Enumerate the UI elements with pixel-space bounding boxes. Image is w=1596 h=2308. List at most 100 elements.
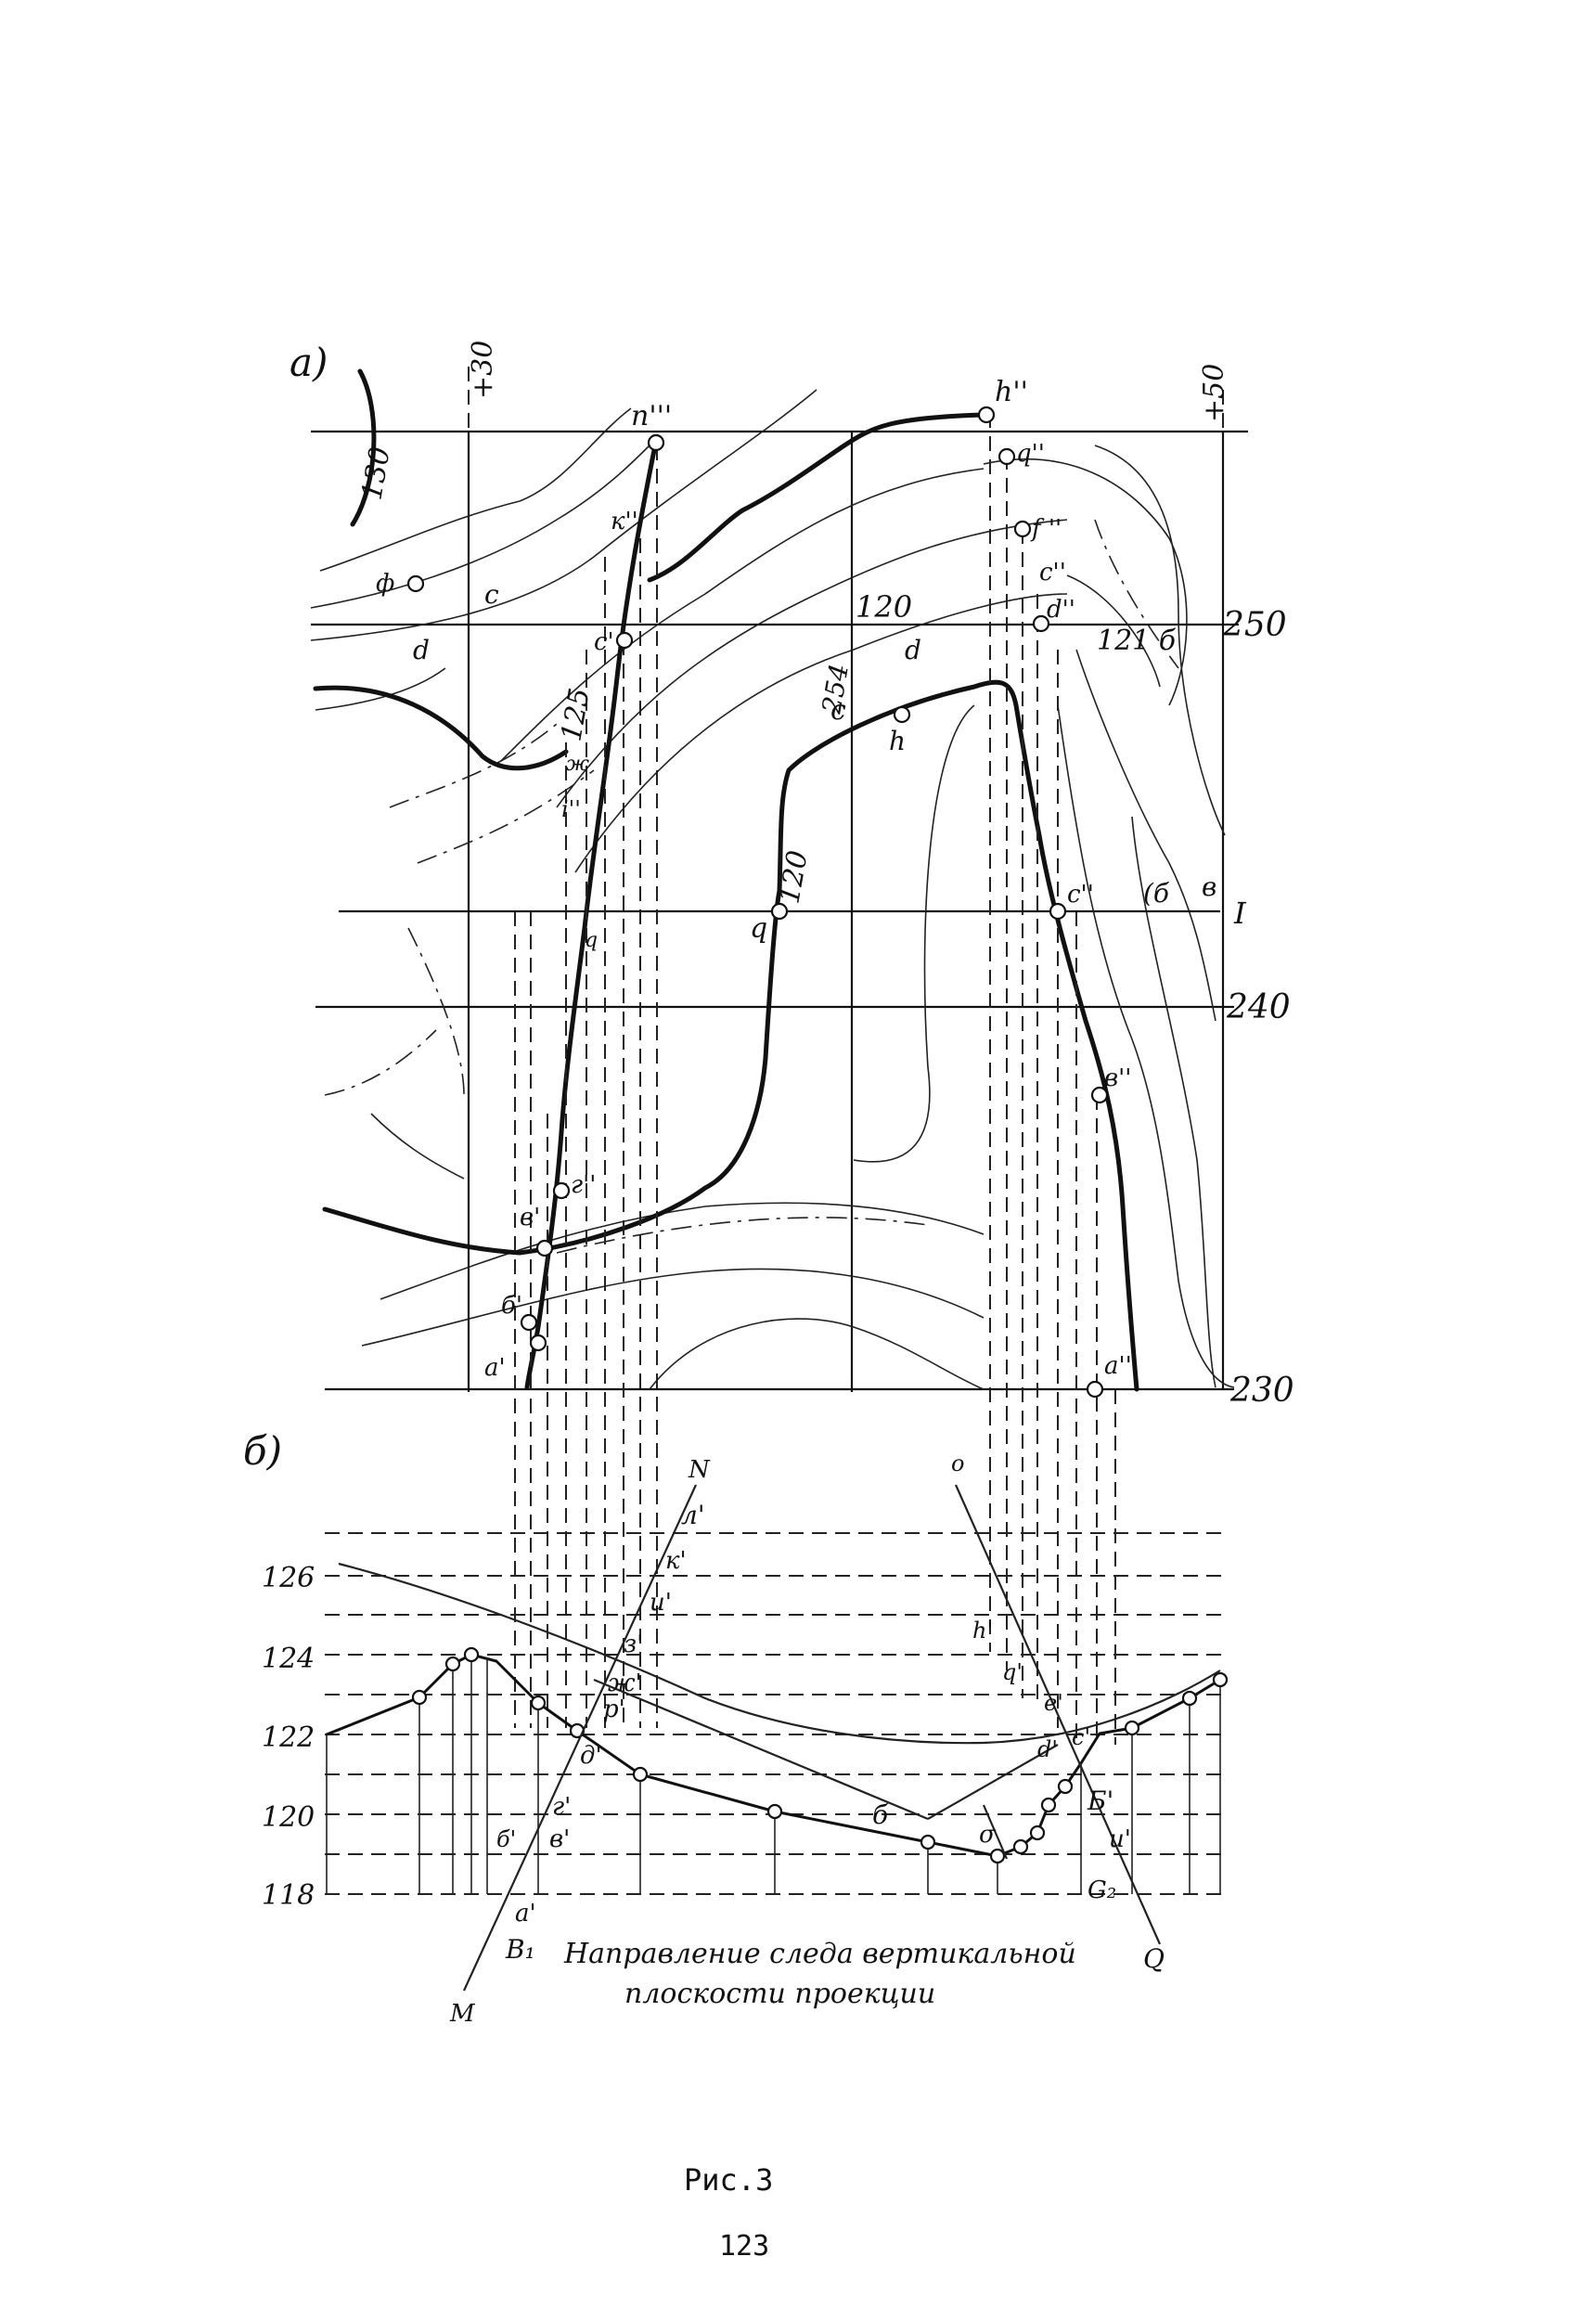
grid-label-250: 250	[1222, 606, 1287, 644]
profile-label: д'	[580, 1742, 602, 1770]
point-marker	[998, 447, 1016, 466]
design-curve	[338, 1562, 1221, 1745]
contour-120	[322, 679, 1139, 1392]
contour-plan: а) +30 +50 130 125 120 254 120 121 б 250…	[290, 340, 1294, 1745]
point-label: а'	[484, 1354, 506, 1382]
point-label: d	[905, 635, 921, 665]
profile-point	[444, 1656, 461, 1672]
contour-line-dashed	[1094, 519, 1179, 669]
profile-label: б	[872, 1799, 889, 1830]
contour-line	[315, 667, 446, 711]
panel-b-label: б)	[243, 1428, 282, 1474]
contour-line	[310, 389, 817, 641]
profile-label: u'	[1109, 1825, 1131, 1853]
profile-label: d'	[1037, 1736, 1058, 1762]
profile-point	[920, 1834, 936, 1850]
point-marker	[529, 1334, 547, 1352]
point-label: г''	[571, 1171, 596, 1199]
point-marker	[520, 1313, 538, 1332]
contour-line	[1075, 649, 1216, 1022]
contour-line	[361, 1268, 985, 1347]
profile-label: B₁	[505, 1934, 535, 1965]
contour-line	[556, 519, 1068, 808]
point-label: d''	[1047, 596, 1075, 624]
contour-line	[1094, 445, 1226, 836]
point-label: ж	[566, 753, 589, 776]
profile-label: и'	[650, 1589, 672, 1617]
point-label: в	[1202, 871, 1216, 902]
point-marker	[1090, 1086, 1109, 1104]
contour-line	[1057, 704, 1235, 1388]
profile-point	[411, 1689, 428, 1706]
point-label: f ''	[1030, 515, 1062, 543]
contour-line	[380, 1202, 985, 1300]
grid-label-230: 230	[1229, 1372, 1294, 1410]
profile-point	[463, 1646, 480, 1663]
contour-130	[350, 368, 377, 527]
profile-label: о	[951, 1451, 964, 1476]
contour-line-dashed	[417, 769, 595, 864]
contour-line-dashed	[407, 927, 465, 1096]
point-marker	[647, 433, 665, 452]
point-marker	[406, 574, 425, 593]
figure-caption: Рис.3	[684, 2162, 773, 2198]
elevation-label: 118	[262, 1879, 315, 1912]
profile-label: h'	[972, 1618, 993, 1644]
point-label: i''	[561, 796, 581, 822]
contour-line-dashed	[556, 1217, 929, 1254]
grid-label-I: I	[1233, 896, 1247, 931]
contour-label: 120	[856, 589, 912, 625]
point-marker	[552, 1181, 571, 1200]
point-marker	[1049, 902, 1067, 921]
point-marker	[1013, 520, 1032, 538]
profile-label: з'	[624, 1631, 643, 1658]
contour-line	[853, 704, 975, 1163]
profile-stations	[326, 1655, 1221, 1894]
design-line	[593, 1678, 929, 1821]
point-marker	[977, 406, 996, 424]
trace-line-OQ	[954, 1484, 1162, 1945]
point-marker	[893, 705, 911, 724]
profile-label: c'	[1072, 1724, 1090, 1750]
point-label: ф	[376, 570, 394, 598]
panel-a-label: а)	[290, 340, 328, 385]
contour-line	[1066, 574, 1161, 688]
profile-label: л'	[681, 1500, 705, 1530]
contour-line	[649, 1318, 985, 1390]
profile-point	[1212, 1671, 1229, 1688]
point-label: q''	[1016, 440, 1045, 468]
profile: б)	[243, 1428, 1229, 2028]
profile-point	[1124, 1720, 1140, 1736]
profile-label: q'	[1002, 1659, 1023, 1685]
picket-label-50: +50	[1198, 364, 1230, 422]
point-label: (б	[1143, 878, 1170, 909]
point-label: а''	[1104, 1352, 1132, 1380]
elevation-label: 124	[262, 1643, 315, 1675]
picket-label-30: +30	[467, 341, 499, 399]
point-marker	[535, 1239, 554, 1257]
contour-label: 130	[355, 445, 396, 502]
point-label: c	[830, 694, 846, 727]
point-label: h''	[995, 376, 1028, 408]
profile-label: а'	[515, 1900, 536, 1928]
contour-bold	[647, 412, 986, 583]
point-label: п'''	[631, 400, 672, 432]
profile-trace-left	[524, 447, 657, 1390]
contour-bold	[313, 685, 569, 771]
contour-line	[370, 1113, 465, 1180]
profile-label: в'	[549, 1825, 570, 1853]
profile-point	[1057, 1778, 1074, 1795]
point-marker	[615, 631, 634, 650]
contour-line	[574, 593, 1068, 873]
elevation-label: 120	[262, 1801, 315, 1834]
profile-label: г'	[552, 1793, 571, 1821]
point-label: с''	[1067, 881, 1094, 909]
profile-label: р'	[603, 1696, 625, 1723]
point-label: в'	[520, 1204, 540, 1231]
profile-point	[989, 1848, 1006, 1864]
contour-label: 125	[555, 686, 596, 743]
profile-point	[1012, 1838, 1029, 1855]
profile-label: Q	[1143, 1943, 1165, 1974]
profile-label: е'	[1044, 1690, 1063, 1716]
point-label: б'	[501, 1292, 522, 1320]
